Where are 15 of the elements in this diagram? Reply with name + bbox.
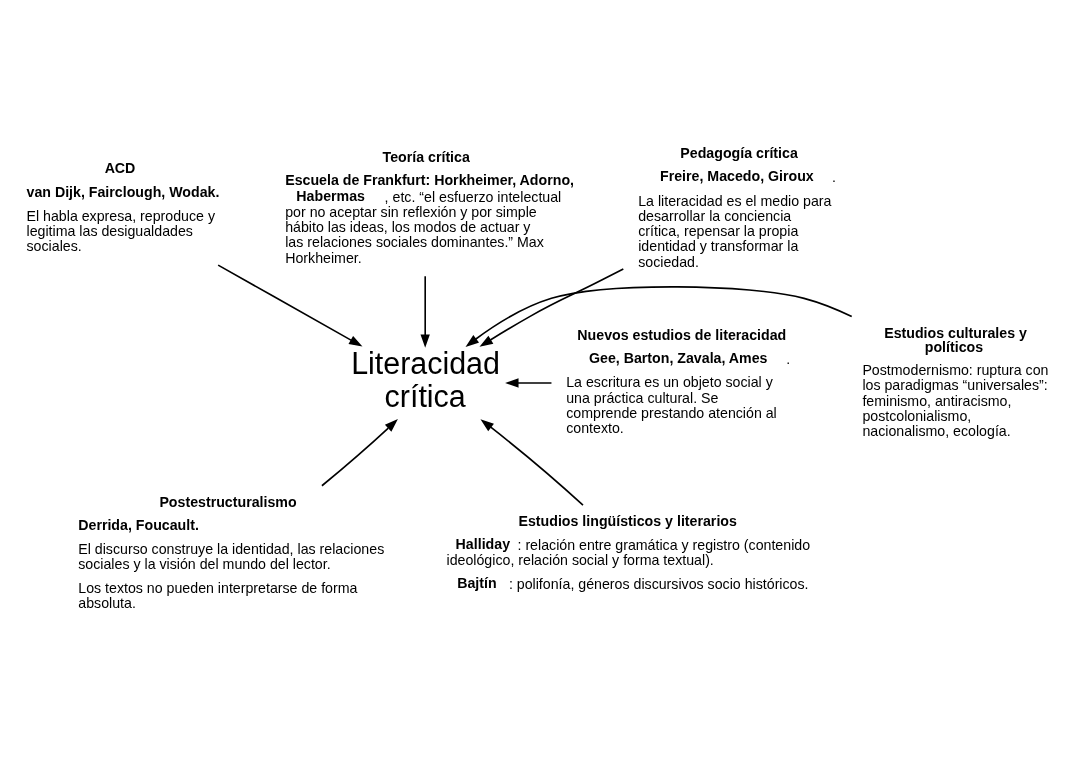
arrow	[465, 285, 853, 347]
node-text: Pedagogía crítica Freire, Macedo, Giroux. La literacidad es el medio para desarrollar la conciencia crítica, repensar la propia identidad y transformar la sociedad.	[638, 144, 836, 270]
arrow	[217, 263, 363, 347]
node-text: Teoría crítica Escuela de Frankfurt: Horkheimer, Adorno, Habermas, etc. “el esfuerzo intelectual por no aceptar sin reflexión y por simple hábito las ideas, los modos de actuar y las relaciones sociales dominantes.” Max Horkheimer.	[285, 148, 575, 266]
arrow	[420, 274, 430, 348]
node-text: Estudios lingüísticos y literarios Halliday: relación entre gramática y registro (contenido ideológico, relación social y forma textual). Bajtín: polifonía, géneros discursivos socio históricos.	[446, 512, 811, 592]
node-text: Nuevos estudios de literacidad Gee, Barton, Zavala, Ames. La escritura es un objeto social y una práctica cultural. Se comprende prestando atención al contexto.	[566, 326, 791, 436]
node-text: Postestructuralismo Derrida, Foucault. El discurso construye la identidad, las relaciones sociales y la visión del mundo del lector. Los textos no pueden interpretarse de forma absoluta.	[78, 493, 385, 611]
node-text: ACD van Dijk, Fairclough, Wodak. El habla expresa, reproduce y legitima las desigualdades sociales.	[26, 159, 220, 254]
node-text: Literacidad crítica	[351, 345, 500, 413]
node-text: Estudios culturales y políticos Postmodernismo: ruptura con los paradigmas “universales”: feminismo, antiracismo, postcolonialismo, nacionalismo, ecología.	[862, 324, 1049, 439]
arrow	[321, 418, 398, 487]
arrow	[479, 267, 625, 347]
arrow	[505, 377, 553, 388]
arrow	[480, 418, 584, 506]
